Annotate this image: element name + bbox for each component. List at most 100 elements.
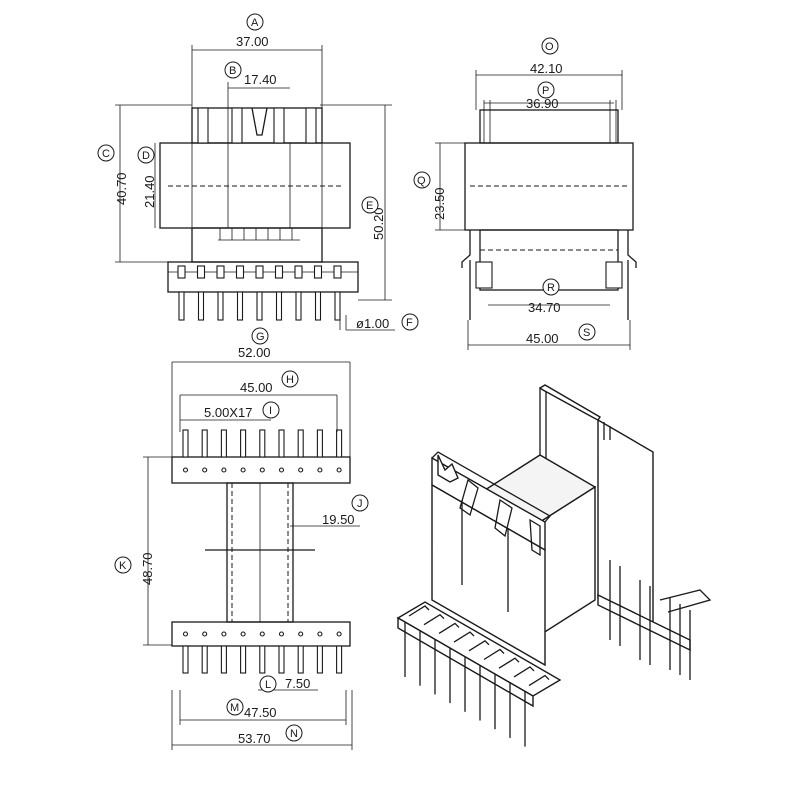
bottom-pin-top (182, 429, 189, 458)
dim-p-value: 36.90 (526, 96, 559, 111)
bubble-m-label: M (230, 702, 239, 714)
front-pin (255, 265, 264, 279)
bottom-pin-bottom (316, 645, 323, 674)
front-pin-leg (236, 291, 244, 321)
front-pin (313, 265, 323, 279)
bottom-pin-top (336, 429, 343, 458)
bubble-d-label: D (142, 150, 150, 162)
dim-m-value: 47.50 (244, 705, 277, 720)
isometric-view (396, 384, 712, 747)
front-pin-leg (256, 291, 263, 321)
bottom-pin-bottom (336, 645, 343, 674)
bubble-k-label: K (119, 560, 127, 572)
bottom-pin-top (297, 429, 304, 458)
bottom-pin-bottom (220, 645, 227, 674)
iso-pin-hook (438, 622, 460, 634)
front-pin (177, 265, 186, 279)
front-pin-leg (217, 291, 224, 321)
iso-pin-hook (453, 631, 475, 643)
front-pin (216, 265, 225, 279)
iso-pin-hook (513, 666, 535, 678)
bottom-pin-top (240, 429, 247, 458)
iso-pin-hook (498, 657, 520, 669)
letter-bubbles: A B C D E F O P Q R S G H I J K L M N (97, 13, 596, 742)
front-pin (235, 265, 245, 279)
front-pin-leg (295, 291, 302, 321)
pin-hole (240, 631, 246, 637)
dim-b-value: 17.40 (244, 72, 277, 87)
dim-j-value: 19.50 (322, 512, 355, 527)
front-pin-leg (334, 291, 341, 321)
bubble-g-label: G (256, 331, 265, 343)
bubble-l (259, 675, 277, 693)
bubble-o (541, 37, 559, 55)
pin-hole (182, 467, 189, 473)
dim-h-value: 45.00 (240, 380, 273, 395)
bottom-pin-bottom (182, 645, 189, 674)
bubble-s-label: S (583, 327, 590, 339)
bubble-r (542, 278, 560, 296)
front-pin (274, 265, 284, 279)
bottom-pin-bottom (201, 645, 208, 674)
dim-i-value: 5.00X17 (204, 405, 252, 420)
bubble-r-label: R (547, 282, 555, 294)
bubble-j (351, 494, 369, 512)
pin-hole (221, 631, 227, 637)
bubble-a-label: A (251, 17, 259, 29)
pin-hole (240, 467, 246, 473)
bottom-pin-bottom (240, 645, 247, 674)
dim-s-value: 45.00 (526, 331, 559, 346)
dim-r-value: 34.70 (528, 300, 561, 315)
bottom-pin-top (259, 429, 266, 458)
iso-pin-hook (408, 605, 430, 617)
pin-hole (298, 467, 304, 473)
pin-hole (298, 631, 304, 637)
front-view (115, 45, 395, 331)
bottom-pin-bottom (278, 645, 285, 674)
pin-hole (278, 631, 285, 637)
dim-n-value: 53.70 (238, 731, 271, 746)
front-pin (294, 265, 303, 279)
bubble-a (246, 13, 264, 31)
pin-hole (202, 467, 208, 473)
bubble-n-label: N (290, 728, 298, 740)
dim-l-value: 7.50 (285, 676, 310, 691)
pin-hole (259, 467, 265, 473)
bubble-h (281, 370, 299, 388)
dim-f-value: ø1.00 (356, 316, 389, 331)
bubble-e (361, 196, 379, 214)
front-pin-leg (197, 291, 205, 321)
iso-pin-hook (483, 648, 505, 661)
front-pin-leg (314, 291, 322, 321)
bubble-s (578, 323, 596, 341)
pin-hole (336, 467, 342, 473)
pin-hole (221, 467, 227, 473)
pin-hole (278, 467, 285, 473)
front-pin-leg (275, 291, 283, 321)
bottom-pin-bottom (259, 645, 266, 674)
dim-a-value: 37.00 (236, 34, 269, 49)
dim-c-value: 40.70 (114, 172, 129, 205)
bottom-pin-top (220, 429, 227, 458)
dim-k-value: 48.70 (140, 552, 155, 585)
bubble-f (401, 313, 419, 331)
bubble-g (251, 327, 269, 345)
iso-pin-hook (468, 639, 490, 652)
iso-pin-hook (528, 674, 550, 687)
bubble-q (413, 171, 431, 189)
bubble-i (262, 401, 280, 419)
side-view (435, 70, 637, 350)
bubble-e-label: E (366, 200, 373, 212)
bottom-view (143, 361, 360, 750)
dim-e-value: 50.20 (371, 207, 386, 240)
bubble-d (137, 146, 155, 164)
pin-hole (182, 631, 189, 637)
bubble-b-label: B (229, 65, 236, 77)
bubble-b (224, 61, 242, 79)
iso-pin-hook (423, 613, 445, 626)
bubble-i-label: I (269, 405, 272, 417)
front-pin (333, 265, 342, 279)
dim-q-value: 23.50 (432, 187, 447, 220)
bottom-pin-top (316, 429, 323, 458)
pin-hole (202, 631, 208, 637)
